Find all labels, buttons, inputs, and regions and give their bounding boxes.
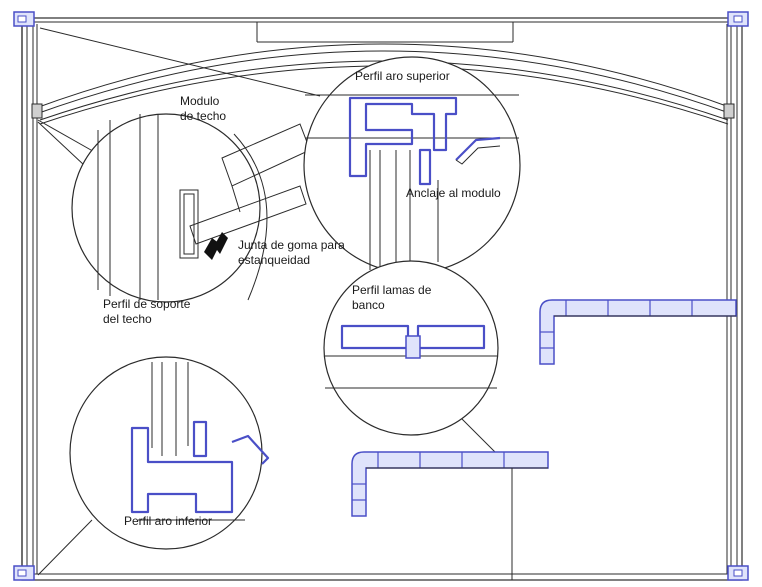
detail-bench-slats [323, 260, 499, 436]
label-bench-slats-line-1: Perfil lamas de [352, 283, 432, 297]
label-bench-slats-line-2: banco [352, 298, 385, 312]
label-roof-support-line-2: del techo [103, 312, 152, 326]
corner-bracket-bottom-left [13, 565, 35, 581]
label-rubber-gasket-line-1: Junta de goma para [238, 238, 345, 252]
label-roof-support: Perfil de soporte del techo [103, 297, 191, 326]
label-roof-module-line-1: Modulo [180, 94, 220, 108]
label-roof-module: Modulo de techo [180, 94, 226, 123]
label-rubber-gasket: Junta de goma para estanqueidad [238, 238, 345, 267]
label-roof-module-line-2: de techo [180, 109, 226, 123]
bench-right [539, 299, 737, 365]
label-upper-ring: Perfil aro superior [355, 69, 450, 83]
corner-bracket-top-right [727, 11, 749, 27]
bench-main [351, 451, 549, 580]
label-lower-ring: Perfil aro inferior [124, 514, 212, 528]
corner-bracket-top-left [13, 11, 35, 27]
label-roof-support-line-1: Perfil de soporte [103, 297, 191, 311]
detail-roof-support [71, 113, 311, 303]
detail-lower-ring [69, 356, 270, 550]
corner-bracket-bottom-right [727, 565, 749, 581]
label-rubber-gasket-line-2: estanqueidad [238, 253, 310, 267]
label-bench-slats: Perfil lamas de banco [352, 283, 432, 312]
label-module-anchor: Anclaje al modulo [406, 186, 501, 200]
